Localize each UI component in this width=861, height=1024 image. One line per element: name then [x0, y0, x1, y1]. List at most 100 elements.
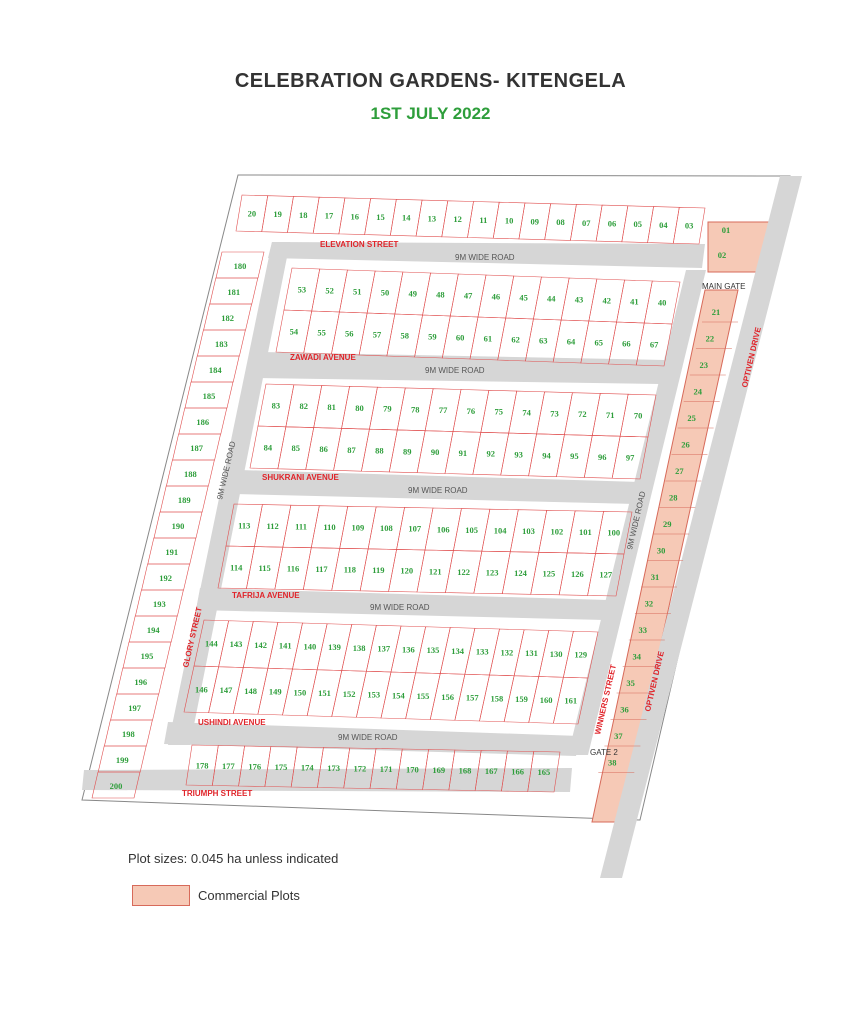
plot-number: 190 [172, 521, 185, 531]
plot-number: 108 [380, 523, 393, 533]
commercial-plot-number: 37 [614, 731, 623, 741]
plot-number: 125 [543, 569, 556, 579]
road [196, 588, 608, 620]
plot-number: 59 [428, 332, 437, 342]
plot-number: 110 [323, 522, 335, 532]
plot-number: 61 [484, 334, 493, 344]
plot-number: 57 [373, 330, 382, 340]
plot-number: 03 [685, 221, 694, 231]
plot-number: 180 [234, 261, 247, 271]
plot-number: 189 [178, 495, 191, 505]
commercial-plot-number: 22 [706, 334, 715, 344]
plot-number: 157 [466, 693, 480, 703]
plot-outline [527, 751, 561, 793]
plot-number: 13 [428, 213, 437, 223]
plot-number: 119 [372, 565, 384, 575]
plot-number: 183 [215, 339, 228, 349]
plot-number: 65 [594, 338, 603, 348]
plot-number: 114 [230, 562, 243, 572]
plot-number: 62 [511, 335, 520, 345]
plot-number: 116 [287, 563, 299, 573]
plot-number: 73 [550, 408, 559, 418]
plot-number: 171 [380, 764, 393, 774]
plot-number: 45 [519, 293, 528, 303]
plot-number: 101 [579, 527, 592, 537]
plot-number: 156 [441, 692, 454, 702]
road-label: USHINDI AVENUE [198, 718, 266, 727]
plot-number: 193 [153, 599, 166, 609]
plot-number: 20 [248, 208, 257, 218]
plot-number: 191 [165, 547, 178, 557]
plot-number: 102 [551, 527, 564, 537]
plot-number: 131 [525, 648, 538, 658]
plot-number: 70 [634, 411, 643, 421]
plot-number: 105 [465, 525, 478, 535]
plot-number: 195 [141, 651, 154, 661]
plot-number: 155 [417, 691, 430, 701]
plot-number: 41 [630, 297, 639, 307]
plot-number: 115 [259, 563, 271, 573]
plot-number: 160 [540, 695, 553, 705]
plot-number: 75 [495, 407, 504, 417]
plot-number: 79 [383, 404, 392, 414]
plot-number: 126 [571, 569, 584, 579]
commercial-plot-number: 28 [669, 493, 678, 503]
commercial-plots-label: Commercial Plots [198, 888, 300, 903]
map-title: CELEBRATION GARDENS- KITENGELA [234, 70, 627, 92]
plot-number: 77 [439, 405, 448, 415]
plot-number: 104 [494, 525, 508, 535]
plot-number: 85 [292, 443, 301, 453]
commercial-plot-number: 23 [700, 360, 709, 370]
gate-2-label: GATE 2 [590, 748, 618, 757]
plot-number: 56 [345, 329, 354, 339]
plot-number: 170 [406, 764, 419, 774]
commercial-plot-number: 24 [693, 387, 702, 397]
plot-number: 113 [238, 520, 250, 530]
plot-number: 138 [353, 643, 366, 653]
plot-number: 188 [184, 469, 197, 479]
plot-number: 149 [269, 687, 282, 697]
road [168, 242, 290, 745]
plot-outline [611, 435, 649, 480]
plot-number: 168 [459, 765, 472, 775]
plot-number: 199 [116, 755, 129, 765]
plot-number: 63 [539, 336, 548, 346]
plot-outline [91, 771, 141, 799]
legend: Commercial Plots [132, 885, 300, 906]
plot-number: 71 [606, 410, 615, 420]
plot-lines [91, 194, 738, 799]
plot-number: 107 [408, 524, 422, 534]
road-label: SHUKRANI AVENUE [262, 473, 340, 482]
plot-number: 194 [147, 625, 161, 635]
plot-number: 42 [602, 296, 611, 306]
plot-number: 159 [515, 694, 528, 704]
plot-number: 196 [134, 677, 147, 687]
plot-number: 158 [490, 693, 503, 703]
wide-road-label: 9M WIDE ROAD [338, 733, 398, 742]
road-label: ZAWADI AVENUE [290, 353, 356, 362]
plot-outline [587, 553, 625, 597]
plot-number: 178 [196, 760, 209, 770]
commercial-plot-number: 38 [608, 758, 617, 768]
plot-number: 118 [344, 565, 356, 575]
plot-number: 05 [633, 219, 642, 229]
plot-number: 124 [514, 568, 528, 578]
plot-number: 109 [352, 523, 365, 533]
plot-number: 19 [273, 209, 282, 219]
plot-number: 186 [196, 417, 209, 427]
plot-number: 90 [431, 447, 440, 457]
plot-number: 64 [567, 337, 576, 347]
commercial-plot-number: 25 [687, 413, 696, 423]
plot-number: 92 [487, 449, 496, 459]
plot-number: 106 [437, 524, 450, 534]
commercial-plot-number: 21 [712, 307, 721, 317]
commercial-plot-number: 35 [626, 678, 635, 688]
plot-number: 51 [353, 287, 362, 297]
plot-number: 06 [608, 218, 617, 228]
plot-number: 67 [650, 340, 659, 350]
plot-number: 146 [195, 684, 208, 694]
plot-number: 43 [575, 295, 584, 305]
road-label: ELEVATION STREET [320, 240, 398, 249]
plot-number: 185 [203, 391, 216, 401]
